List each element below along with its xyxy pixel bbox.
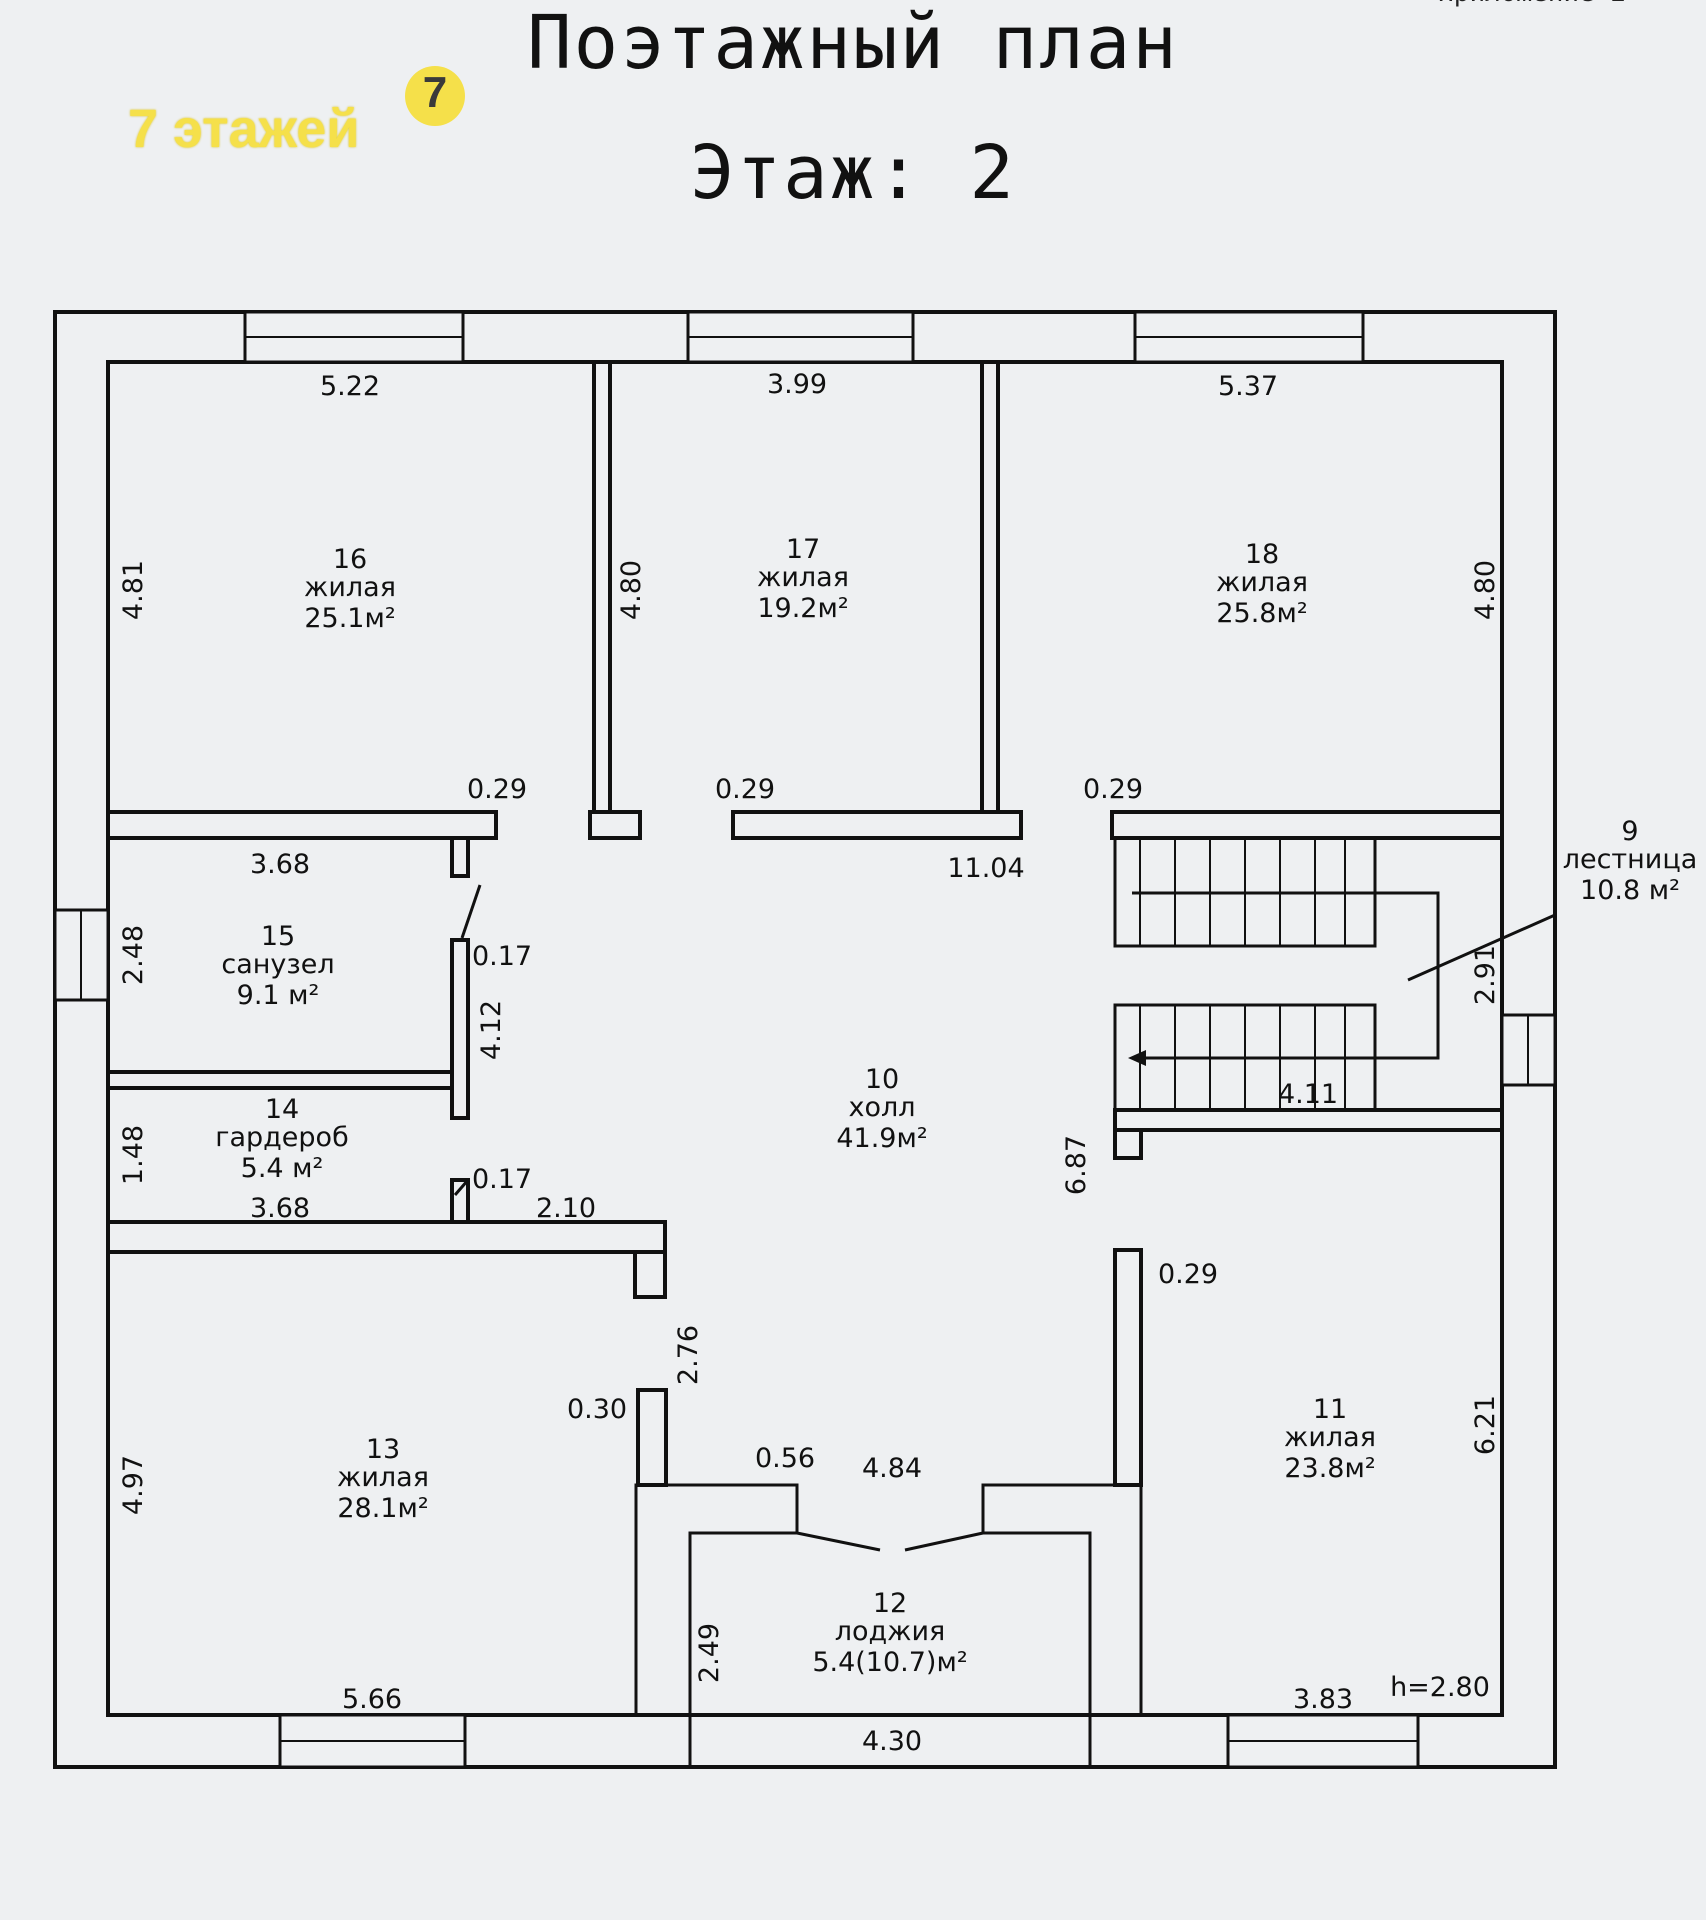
dim-wall-056: 0.56: [755, 1443, 815, 1474]
side-windows: [53, 908, 1557, 1087]
dim-room18-width: 5.37: [1218, 371, 1278, 402]
watermark-logo-icon: 7: [405, 66, 465, 126]
dim-wall-029-b: 0.29: [715, 774, 775, 805]
watermark-logo-digit: 7: [422, 68, 448, 117]
dim-closet-wall: 4.12: [476, 1000, 507, 1060]
dim-room15-width: 3.68: [250, 849, 310, 880]
room-18-type: жилая: [1216, 567, 1308, 598]
dim-loggia-width: 4.30: [862, 1726, 922, 1757]
room-17-type: жилая: [757, 562, 849, 593]
dim-wall-029-c: 0.29: [1083, 774, 1143, 805]
interior-walls: [106, 360, 1504, 1767]
dim-room16-depth: 4.81: [118, 560, 149, 620]
dim-hall-depth: 6.87: [1061, 1135, 1092, 1195]
room-10-number: 10: [865, 1064, 899, 1095]
room-label-12: 12 лоджия 5.4(10.7)м²: [812, 1588, 967, 1678]
dim-loggia-depth: 2.49: [694, 1623, 725, 1683]
room-label-16: 16 жилая 25.1м²: [304, 544, 396, 634]
room-17-area: 19.2м²: [757, 593, 848, 624]
room-9-area: 10.8 м²: [1580, 875, 1680, 906]
room-9-number: 9: [1621, 816, 1638, 847]
room-17-number: 17: [786, 534, 820, 565]
inner-boundary: [106, 360, 1504, 1717]
dim-wall-017-b: 0.17: [472, 1164, 532, 1195]
dim-room16-width: 5.22: [320, 371, 380, 402]
room-label-10: 10 холл 41.9м²: [836, 1064, 927, 1154]
dim-room17-width: 3.99: [767, 369, 827, 400]
room-13-area: 28.1м²: [337, 1493, 428, 1524]
room-13-type: жилая: [337, 1462, 429, 1493]
room-12-number: 12: [873, 1588, 907, 1619]
dim-room17-depth: 4.80: [616, 560, 647, 620]
room-10-type: холл: [848, 1092, 915, 1123]
room-14-number: 14: [265, 1094, 299, 1125]
dim-loggia-door: 4.84: [862, 1453, 922, 1484]
dim-wall-029-a: 0.29: [467, 774, 527, 805]
appendix-note: Приложение 2: [1438, 0, 1626, 8]
room-label-11: 11 жилая 23.8м²: [1284, 1394, 1376, 1484]
watermark-logo-text: 7 этажей: [128, 99, 360, 159]
staircase: [1113, 836, 1556, 1112]
dim-room15-depth: 2.48: [118, 925, 149, 985]
room-label-13: 13 жилая 28.1м²: [337, 1434, 429, 1524]
dim-wall-029-d: 0.29: [1158, 1259, 1218, 1290]
dim-room13-depth: 4.97: [118, 1455, 149, 1515]
room-15-number: 15: [261, 921, 295, 952]
dim-passage-depth: 2.76: [673, 1325, 704, 1385]
dim-stair-depth: 2.91: [1470, 945, 1501, 1005]
dim-hall-width: 11.04: [947, 853, 1024, 884]
room-16-type: жилая: [304, 572, 396, 603]
bottom-windows: [278, 1713, 1420, 1769]
plan-title: Поэтажный план: [527, 0, 1179, 86]
room-12-type: лоджия: [835, 1616, 946, 1647]
room-10-area: 41.9м²: [836, 1123, 927, 1154]
dimension-labels: 5.22 3.99 5.37 4.81 4.80 4.80 0.29 0.29 …: [118, 369, 1501, 1757]
dim-room14-depth: 1.48: [118, 1125, 149, 1185]
room-label-15: 15 санузел 9.1 м²: [221, 921, 334, 1011]
room-9-type: лестница: [1563, 844, 1698, 875]
room-14-type: гардероб: [215, 1122, 348, 1153]
room-13-number: 13: [366, 1434, 400, 1465]
room-label-18: 18 жилая 25.8м²: [1216, 539, 1308, 629]
room-label-9: 9 лестница 10.8 м²: [1563, 816, 1698, 906]
room-15-type: санузел: [221, 949, 334, 980]
dim-room13-width: 5.66: [342, 1684, 402, 1715]
floor-label: Этаж: 2: [690, 130, 1016, 216]
room-label-14: 14 гардероб 5.4 м²: [215, 1094, 348, 1184]
room-14-area: 5.4 м²: [241, 1153, 324, 1184]
room-18-area: 25.8м²: [1216, 598, 1307, 629]
dim-wall-017-a: 0.17: [472, 941, 532, 972]
room-12-area: 5.4(10.7)м²: [812, 1647, 967, 1678]
room-16-number: 16: [333, 544, 367, 575]
dim-corridor-width: 2.10: [536, 1193, 596, 1224]
room-11-area: 23.8м²: [1284, 1453, 1375, 1484]
room-15-area: 9.1 м²: [237, 980, 320, 1011]
dim-room11-depth: 6.21: [1470, 1395, 1501, 1455]
room-label-17: 17 жилая 19.2м²: [757, 534, 849, 624]
dim-wall-030: 0.30: [567, 1394, 627, 1425]
room-18-number: 18: [1245, 539, 1279, 570]
ceiling-height: h=2.80: [1390, 1672, 1490, 1703]
room-11-number: 11: [1313, 1394, 1347, 1425]
top-windows: [243, 310, 1365, 364]
room-16-area: 25.1м²: [304, 603, 395, 634]
dim-room14-width: 3.68: [250, 1193, 310, 1224]
dim-stair-width: 4.11: [1278, 1079, 1338, 1110]
room-11-type: жилая: [1284, 1422, 1376, 1453]
dim-room18-depth: 4.80: [1470, 560, 1501, 620]
dim-room11-width: 3.83: [1293, 1684, 1353, 1715]
